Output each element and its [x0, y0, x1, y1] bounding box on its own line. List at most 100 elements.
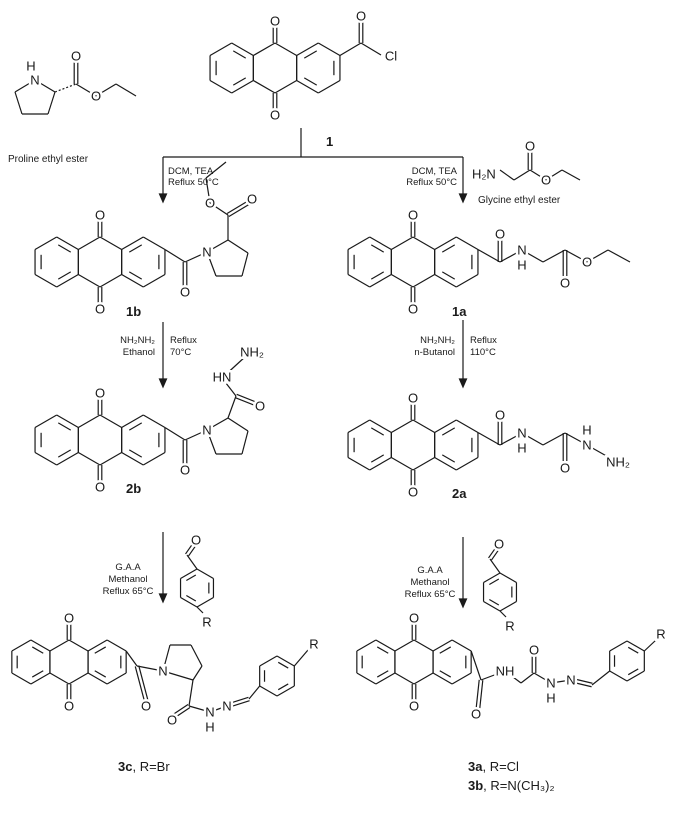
- double-bond: [228, 204, 250, 218]
- aromatic-bond: [277, 683, 289, 691]
- atom-h: H: [546, 691, 555, 706]
- ring-bond: [253, 79, 276, 94]
- bond: [206, 251, 217, 277]
- ring-bond: [180, 596, 198, 608]
- aromatic-bond: [370, 271, 385, 280]
- bond: [162, 670, 194, 681]
- bond: [241, 430, 249, 455]
- condition-step3-left-3: Reflux 65°C: [103, 586, 154, 597]
- bond: [564, 432, 588, 446]
- condition-step2-right-reagent-1: NH₂NH₂: [420, 335, 455, 346]
- atom-o: O: [180, 285, 190, 300]
- ring-bond: [356, 672, 377, 685]
- aromatic-bond: [232, 50, 247, 59]
- aromatic-bond: [232, 77, 247, 86]
- atom-o: O: [560, 276, 570, 291]
- bond: [14, 79, 36, 93]
- aromatic-bond: [128, 244, 143, 253]
- ring-bond: [369, 419, 392, 434]
- ring-bond: [34, 414, 57, 429]
- aromatic-bond: [31, 670, 44, 678]
- atom-o: O: [356, 9, 366, 24]
- ring-bond: [78, 273, 101, 288]
- ring-bond: [49, 672, 70, 685]
- aromatic-bond: [441, 427, 456, 436]
- aromatic-bond: [439, 670, 452, 678]
- ring-bond: [456, 236, 479, 251]
- bond: [521, 432, 544, 446]
- atom-h2n: H₂N: [472, 167, 496, 182]
- bond: [206, 417, 229, 431]
- atom-o: O: [64, 611, 74, 626]
- ring-bond: [626, 640, 645, 652]
- condition-step1-right-1: DCM, TEA: [412, 166, 458, 177]
- bond: [209, 705, 228, 713]
- bond: [34, 79, 56, 93]
- ring-bond: [391, 419, 414, 434]
- ring-bond: [391, 273, 414, 288]
- atom-o: O: [408, 302, 418, 317]
- aromatic-bond: [57, 422, 72, 431]
- double-bond: [490, 549, 499, 561]
- aromatic-bond: [94, 670, 107, 678]
- arrow-head: [458, 193, 468, 204]
- aromatic-bond: [627, 646, 639, 654]
- aromatic-bond: [57, 244, 72, 253]
- aromatic-bond: [370, 427, 385, 436]
- bond: [591, 670, 611, 686]
- condition-step3-left-1: G.A.A: [115, 562, 141, 573]
- ring-bond: [231, 79, 254, 94]
- condition-step2-left-reagent-2: Ethanol: [123, 347, 155, 358]
- atom-n: N: [566, 673, 575, 688]
- bond: [190, 644, 203, 667]
- atom-o: O: [71, 49, 81, 64]
- atom-o: O: [95, 302, 105, 317]
- atom-o: O: [525, 139, 535, 154]
- condition-step3-left-2: Methanol: [108, 574, 147, 585]
- bond: [520, 672, 535, 684]
- bond: [643, 639, 657, 652]
- bond: [188, 679, 194, 707]
- ring-bond: [34, 236, 57, 251]
- bond: [529, 169, 547, 181]
- reagent-label-proline: Proline ethyl ester: [8, 154, 89, 165]
- bond: [221, 377, 237, 397]
- condition-step2-right-temp-2: 110°C: [470, 347, 496, 358]
- bond: [164, 248, 186, 263]
- atom-o: O: [95, 208, 105, 223]
- atom-o: O: [95, 480, 105, 495]
- atom-o: O: [471, 707, 481, 722]
- atom-h: H: [517, 441, 526, 456]
- bond: [95, 83, 117, 97]
- atom-o: O: [255, 399, 265, 414]
- atom-hn: HN: [213, 370, 232, 385]
- ring-bond: [434, 273, 457, 288]
- ring-bond: [209, 79, 232, 94]
- compound-label-1b: 1b: [126, 304, 141, 319]
- ring-bond: [375, 639, 396, 652]
- ring-bond: [451, 672, 472, 685]
- compound-label-2a: 2a: [452, 486, 467, 501]
- compound-label-1a: 1a: [452, 304, 467, 319]
- ring-bond: [456, 273, 479, 288]
- double-bond: [479, 680, 484, 709]
- ring-bond: [434, 456, 457, 471]
- atom-o: O: [494, 537, 504, 552]
- condition-step2-right-temp-1: Reflux: [470, 335, 497, 346]
- ring-bond: [432, 672, 453, 685]
- aromatic-bond: [370, 244, 385, 253]
- aromatic-bond: [441, 244, 456, 253]
- arrow-head: [158, 378, 168, 389]
- condition-step3-right-1: G.A.A: [417, 565, 443, 576]
- condition-step2-left-reagent-1: NH₂NH₂: [120, 335, 155, 346]
- double-bond: [226, 696, 249, 705]
- atom-n: N: [202, 245, 211, 260]
- bond: [184, 429, 208, 441]
- aromatic-bond: [627, 668, 639, 676]
- ring-bond: [78, 236, 101, 251]
- ring-bond: [99, 273, 122, 288]
- atom-nh2: NH₂: [606, 455, 630, 470]
- bond: [586, 249, 609, 263]
- ring-bond: [375, 672, 396, 685]
